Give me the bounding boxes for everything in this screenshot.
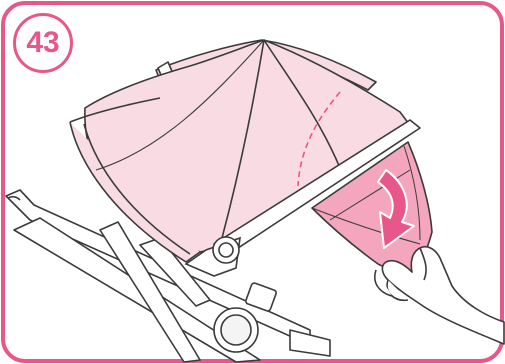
step-number: 43 bbox=[26, 28, 59, 58]
step-number-badge: 43 bbox=[13, 13, 73, 73]
hand-icon bbox=[375, 247, 504, 344]
